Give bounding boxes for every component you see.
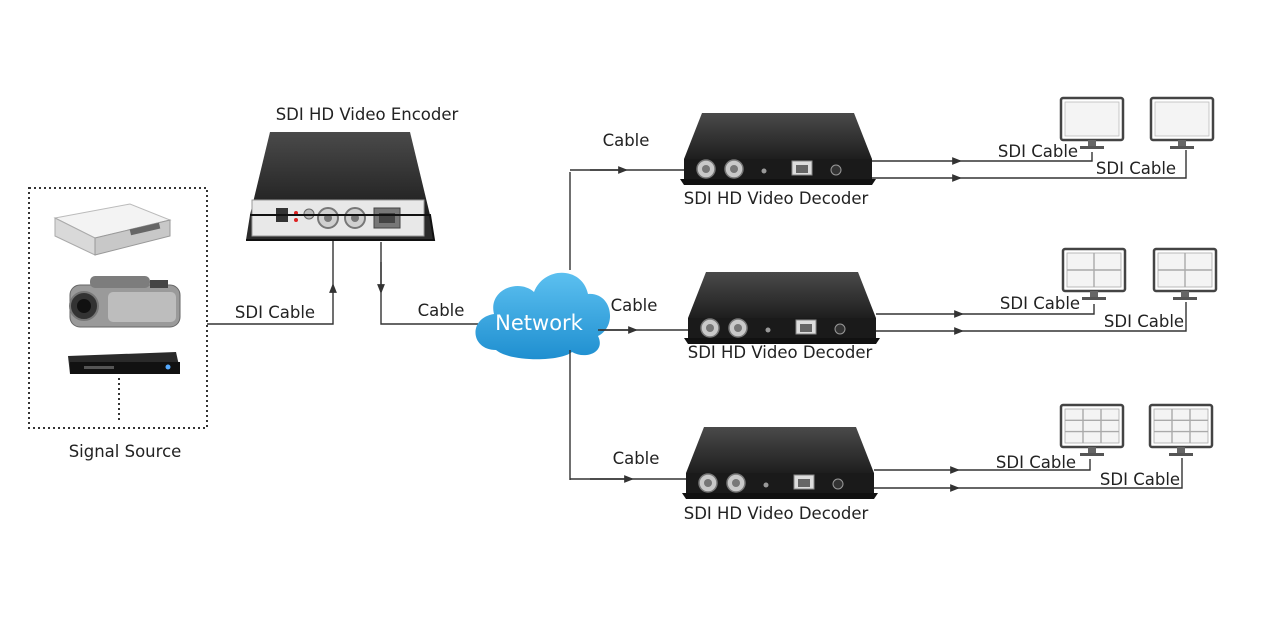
dvr-box-icon <box>53 203 172 256</box>
decoder-2-out2-label: SDI Cable <box>1104 312 1184 331</box>
decoder-2: SDI HD Video Decoder SDI Cable SDI Cable <box>683 247 1218 362</box>
decoder-2-monitor-1-icon <box>1061 247 1127 302</box>
decoder-1-label: SDI HD Video Decoder <box>684 189 869 208</box>
encoder-label: SDI HD Video Encoder <box>276 105 459 124</box>
decoder-1-out1-wire-end <box>955 152 1093 162</box>
encoder-network-cable-label: Cable <box>418 301 465 320</box>
decoder-3-out1-label: SDI Cable <box>996 453 1076 472</box>
camcorder-icon <box>69 276 181 328</box>
decoder-2-out1-wire-end <box>957 304 1095 315</box>
network-decoder1-cable-label: Cable <box>603 131 650 150</box>
signal-source-label: Signal Source <box>69 442 182 461</box>
decoder-3-device <box>681 426 879 500</box>
decoder-2-device <box>683 271 881 345</box>
decoder-2-label: SDI HD Video Decoder <box>688 343 873 362</box>
source-encoder-cable-label: SDI Cable <box>235 303 315 322</box>
decoder-3-out1-wire-end <box>953 459 1091 471</box>
decoder-1-device <box>679 112 877 186</box>
signal-source-box <box>28 187 208 429</box>
decoder-1: SDI HD Video Decoder SDI Cable SDI Cable <box>679 96 1215 208</box>
decoder-1-monitor-2-icon <box>1149 96 1215 151</box>
network-decoder2-cable-label: Cable <box>611 296 658 315</box>
decoder-2-monitor-2-icon <box>1152 247 1218 302</box>
decoder-1-out2-label: SDI Cable <box>1096 159 1176 178</box>
decoder-3: SDI HD Video Decoder SDI Cable SDI Cable <box>681 403 1214 523</box>
decoder-3-monitor-1-icon <box>1059 403 1125 458</box>
decoder-3-label: SDI HD Video Decoder <box>684 504 869 523</box>
decoder-2-out2-wire-end <box>957 302 1187 332</box>
decoder-3-out2-wire-end <box>953 458 1183 489</box>
network-decoder3-cable-label: Cable <box>613 449 660 468</box>
encoder-device <box>246 132 436 241</box>
dvd-player-icon <box>68 352 180 374</box>
decoder-3-out2-label: SDI Cable <box>1100 470 1180 489</box>
decoder-2-out1-label: SDI Cable <box>1000 294 1080 313</box>
network-cloud-icon <box>475 272 611 360</box>
signal-source-group: Signal Source <box>28 187 208 461</box>
decoder-1-out1-label: SDI Cable <box>998 142 1078 161</box>
decoder-3-monitor-2-icon <box>1148 403 1214 458</box>
network-label: Network <box>495 311 584 335</box>
decoder-1-out2-wire-end <box>955 150 1187 179</box>
source-encoder-wire <box>207 283 337 325</box>
